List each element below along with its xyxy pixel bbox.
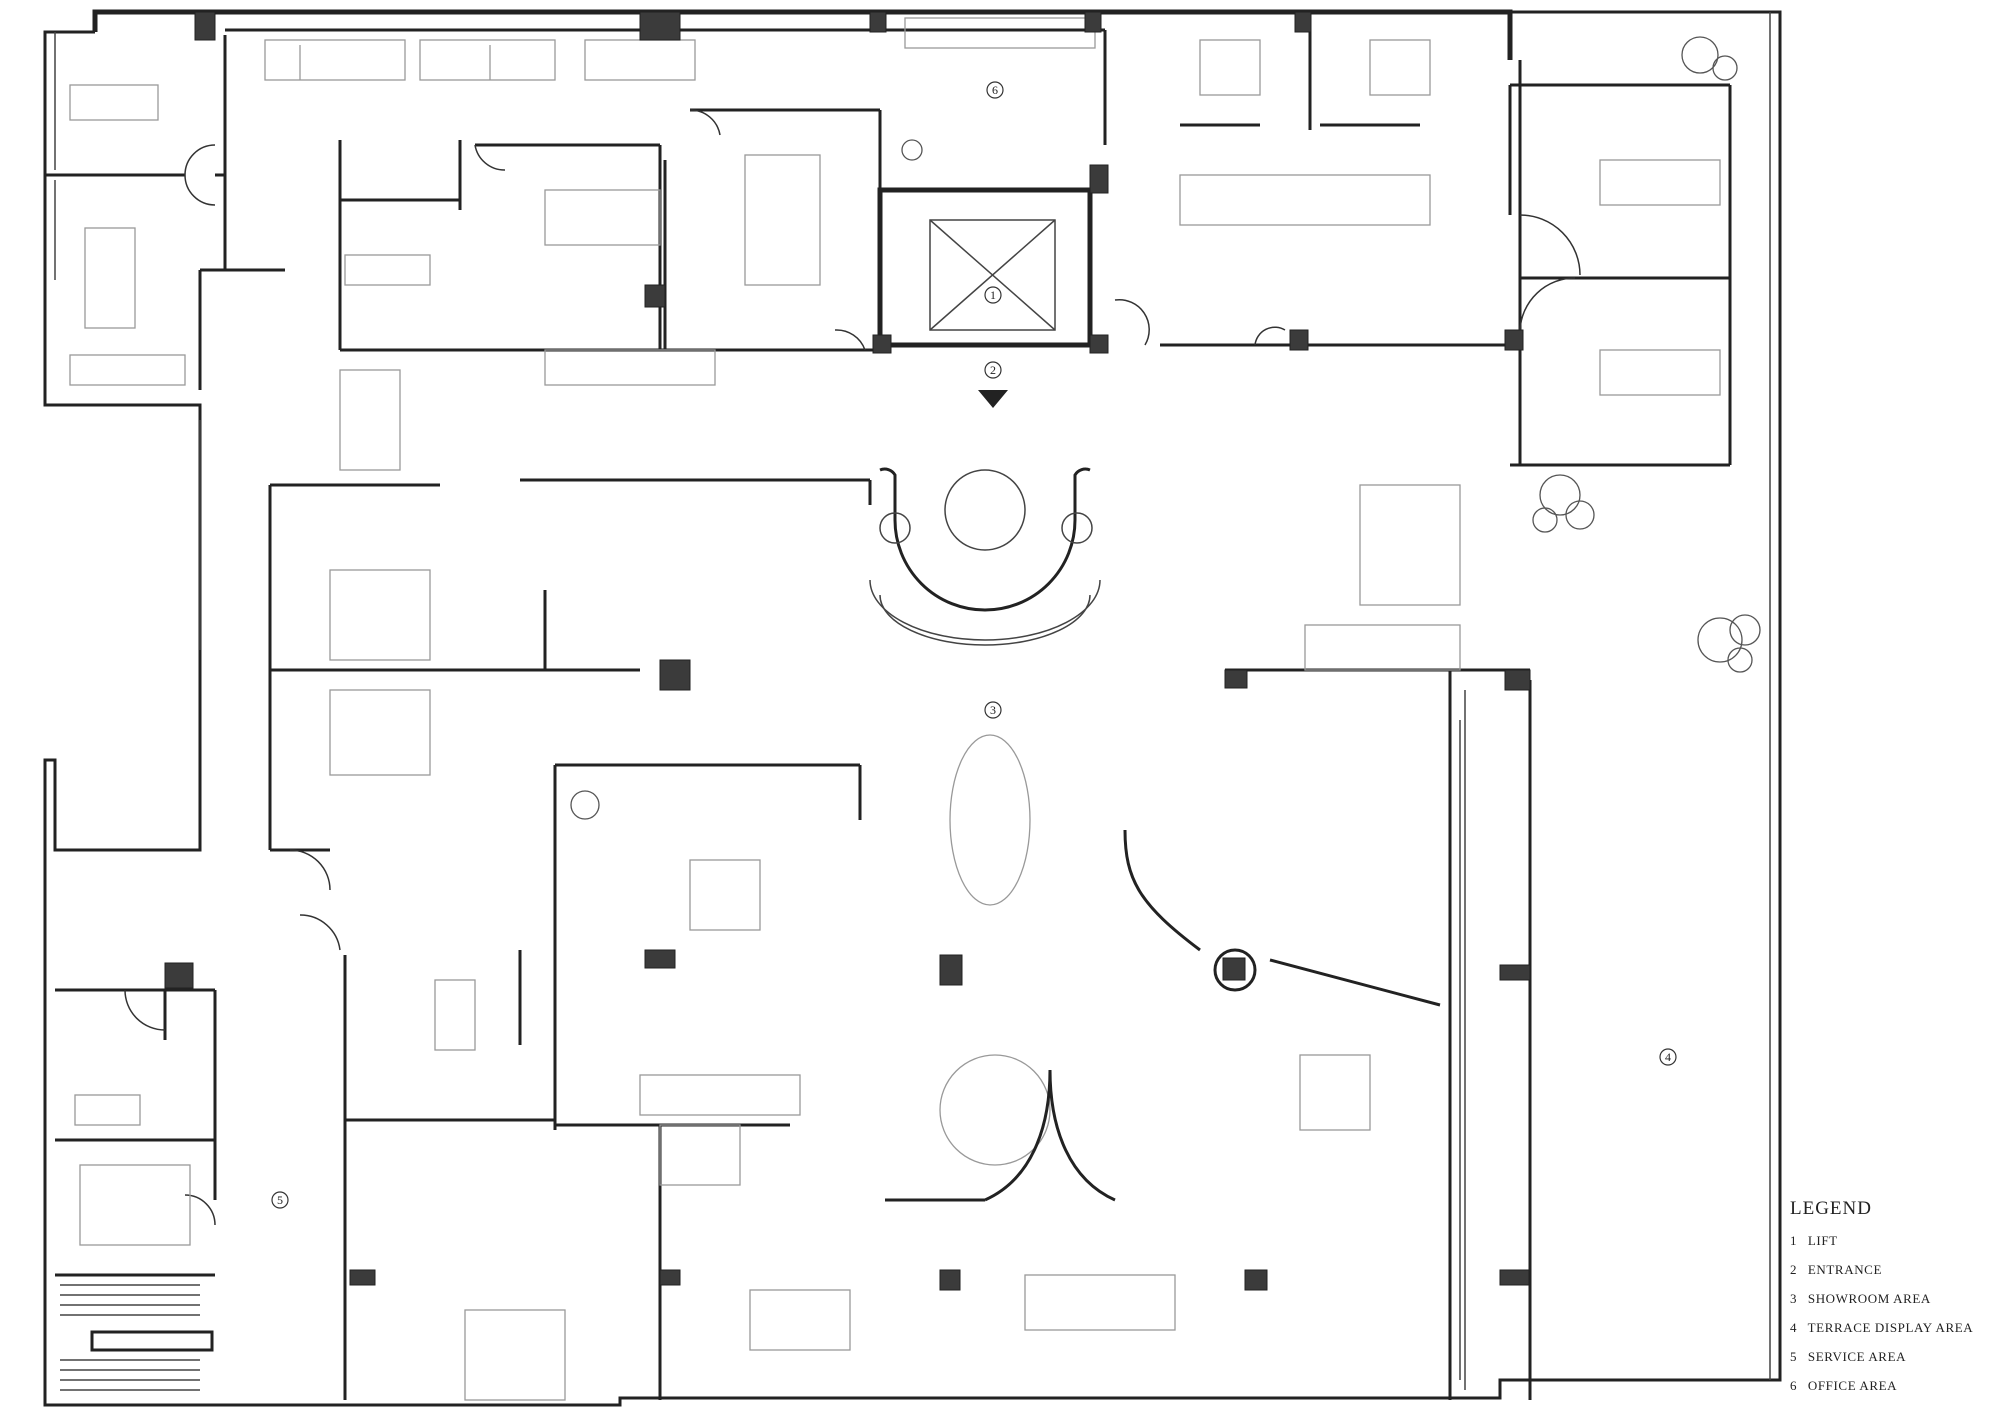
outer-walls [43, 9, 1782, 1407]
top-right-office [194, 11, 1522, 351]
marker-entrance: 2 [984, 361, 1002, 379]
svg-text:6: 6 [992, 83, 998, 97]
meeting-rooms [338, 108, 882, 471]
marker-lift: 1 [984, 286, 1002, 304]
legend-item: 1 LIFT [1790, 1226, 2000, 1255]
legend-item: 2 ENTRANCE [1790, 1255, 2000, 1284]
legend-label: LIFT [1807, 1233, 1838, 1248]
svg-text:1: 1 [990, 288, 996, 302]
svg-text:4: 4 [1665, 1050, 1671, 1064]
legend-number: 5 [1790, 1349, 1798, 1364]
zone-markers: 1 2 3 4 5 6 [271, 81, 1677, 1209]
legend-title: LEGEND [1790, 1198, 1872, 1219]
legend-label: TERRACE DISPLAY AREA [1807, 1320, 1974, 1335]
legend-item: 6 OFFICE AREA [1790, 1371, 2000, 1400]
legend-item: 3 SHOWROOM AREA [1790, 1284, 2000, 1313]
terrace-trees [570, 36, 1761, 820]
legend: LEGEND 1 LIFT 2 ENTRANCE 3 SHOWROOM AREA… [1790, 1198, 2000, 1400]
service-area [55, 962, 217, 1391]
legend-label: SERVICE AREA [1807, 1349, 1907, 1364]
central-showroom [869, 467, 1176, 1331]
lift-core [872, 164, 1150, 408]
legend-label: ENTRANCE [1807, 1262, 1882, 1277]
svg-text:3: 3 [990, 703, 996, 717]
legend-number: 1 [1790, 1233, 1798, 1248]
legend-number: 2 [1790, 1262, 1798, 1277]
marker-office: 6 [986, 81, 1004, 99]
legend-number: 4 [1790, 1320, 1798, 1335]
left-showroom-partitions [268, 478, 1531, 1401]
staircase [60, 1284, 200, 1391]
marker-showroom: 3 [984, 701, 1002, 719]
legend-item: 4 TERRACE DISPLAY AREA [1790, 1313, 2000, 1342]
legend-label: OFFICE AREA [1807, 1378, 1898, 1393]
marker-terrace: 4 [1659, 1048, 1677, 1066]
legend-number: 3 [1790, 1291, 1798, 1306]
legend-label: SHOWROOM AREA [1807, 1291, 1931, 1306]
svg-text:2: 2 [990, 363, 996, 377]
right-showroom [1123, 484, 1532, 1400]
right-offices [1504, 83, 1732, 467]
svg-text:5: 5 [277, 1193, 283, 1207]
legend-number: 6 [1790, 1378, 1798, 1393]
top-left-offices [45, 35, 285, 390]
legend-item: 5 SERVICE AREA [1790, 1342, 2000, 1371]
marker-service: 5 [271, 1191, 289, 1209]
